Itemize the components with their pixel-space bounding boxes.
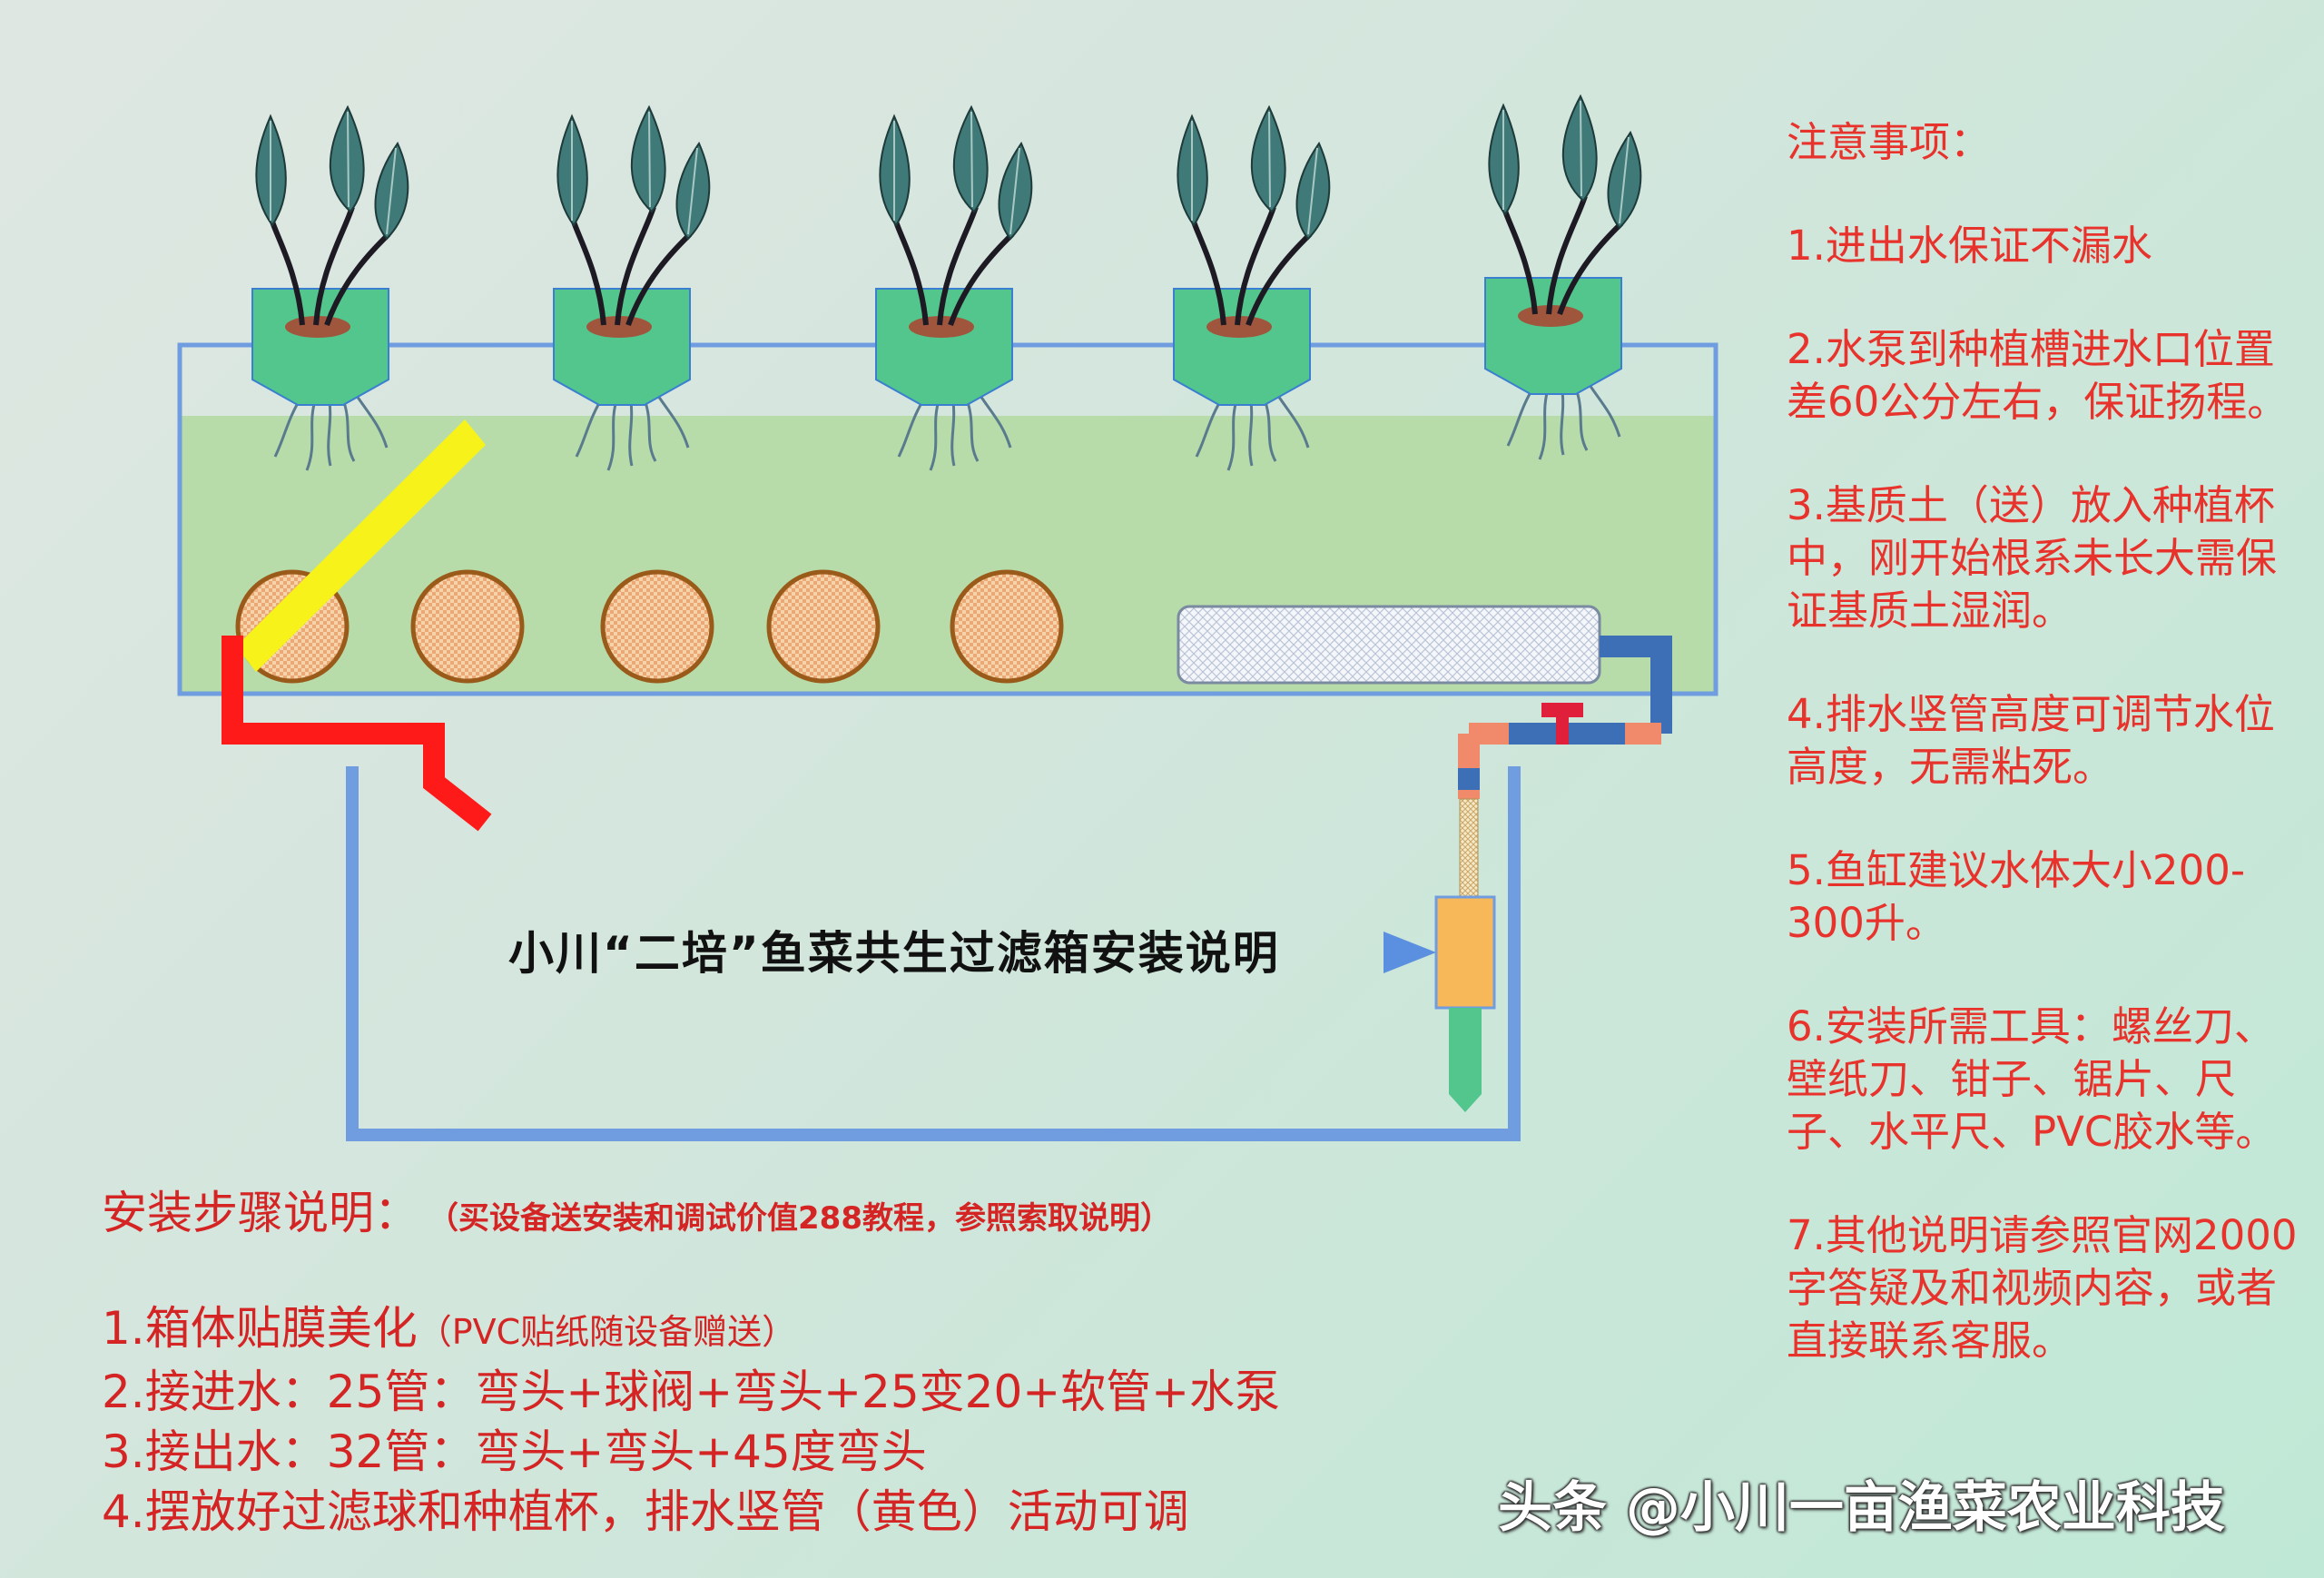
- note-item-2: 2.水泵到种植槽进水口位置差60公分左右，保证扬程。: [1787, 325, 2289, 426]
- pump-outlet-arrow: [1384, 932, 1436, 973]
- steps-subheading: （买设备送安装和调试价值288教程，参照索取说明）: [443, 1200, 1171, 1237]
- filter-ball-2: [410, 569, 525, 684]
- steps-heading: 安装步骤说明： （买设备送安装和调试价值288教程，参照索取说明）: [102, 1182, 1373, 1249]
- notes-panel: 注意事项： 1.进出水保证不漏水 2.水泵到种植槽进水口位置差60公分左右，保证…: [1787, 116, 2313, 1418]
- ball-valve: [1541, 703, 1583, 717]
- step-list: 1.箱体贴膜美化（PVC贴纸随设备赠送） 2.接进水：25管：弯头+球阀+弯头+…: [102, 1298, 1373, 1542]
- step-4: 4.摆放好过滤球和种植杯，排水竖管（黄色）活动可调: [102, 1485, 1189, 1538]
- water-pump: [1434, 895, 1496, 1010]
- step-3: 3.接出水：32管：弯头+弯头+45度弯头: [102, 1425, 927, 1478]
- filter-ball-3: [600, 569, 714, 684]
- note-item-3: 3.基质土（送）放入种植杯中，刚开始根系未长大需保证基质土湿润。: [1787, 481, 2278, 635]
- note-item-5: 5.鱼缸建议水体大小200-300升。: [1787, 846, 2246, 947]
- filter-ball-5: [950, 569, 1064, 684]
- step-2: 2.接进水：25管：弯头+球阀+弯头+25变20+软管+水泵: [102, 1366, 1281, 1418]
- diagram-title: 小川“二培”鱼菜共生过滤箱安装说明: [508, 927, 1280, 980]
- filter-ball-4: [766, 569, 881, 684]
- note-item-1: 1.进出水保证不漏水: [1787, 222, 2152, 270]
- note-item-4: 4.排水竖管高度可调节水位高度，无需粘死。: [1787, 690, 2275, 791]
- outlet-pipe: [222, 636, 492, 832]
- note-item-6: 6.安装所需工具：螺丝刀、壁纸刀、钳子、锯片、尺子、水平尺、PVC胶水等。: [1787, 1002, 2277, 1156]
- step-1-main: 1.箱体贴膜美化: [102, 1302, 418, 1355]
- drain-standpipe: [236, 419, 486, 672]
- filter-mesh-tube: [1177, 605, 1601, 685]
- steps-panel: 安装步骤说明： （买设备送安装和调试价值288教程，参照索取说明） 1.箱体贴膜美…: [102, 1182, 1373, 1542]
- fish-tank: [346, 766, 1521, 1141]
- steps-heading-text: 安装步骤说明：: [102, 1187, 419, 1239]
- hose: [1459, 798, 1479, 900]
- notes-title: 注意事项：: [1787, 118, 1992, 166]
- pump-intake: [1449, 1008, 1482, 1112]
- note-item-7: 7.其他说明请参照官网2000字答疑及和视频内容，或者直接联系客服。: [1787, 1211, 2298, 1365]
- plant-cup-5: [1485, 96, 1640, 459]
- step-1-note: （PVC贴纸随设备赠送）: [417, 1312, 797, 1352]
- watermark: 头条 @小川一亩渔菜农业科技: [1498, 1476, 2225, 1540]
- step-1: 1.箱体贴膜美化（PVC贴纸随设备赠送）: [102, 1298, 1373, 1362]
- inlet-pipe: [1600, 636, 1672, 734]
- ball-valve-stem: [1556, 717, 1569, 745]
